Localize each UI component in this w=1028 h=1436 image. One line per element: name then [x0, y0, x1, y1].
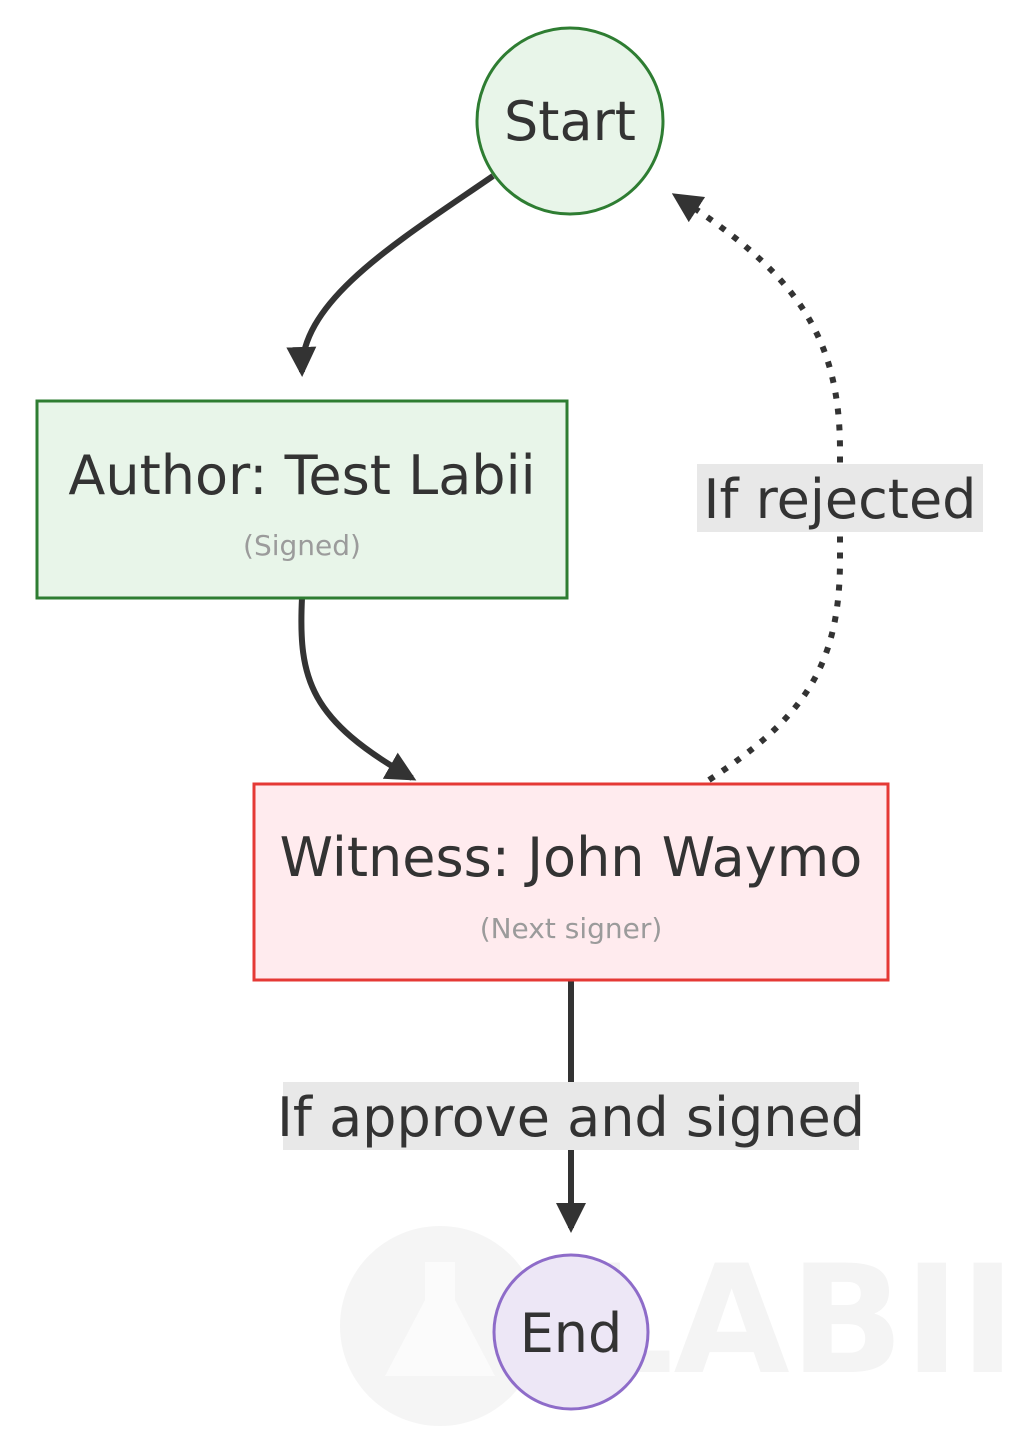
witness-node-label: Witness: John Waymo [280, 826, 863, 889]
edge-label-rejected-text: If rejected [704, 468, 977, 531]
author-node-label: Author: Test Labii [68, 444, 535, 507]
edge-label-approved-text: If approve and signed [277, 1086, 865, 1149]
edge-witness-to-start-rejected [671, 193, 843, 783]
author-node: Author: Test Labii (Signed) [35, 399, 569, 600]
edge-label-approved: If approve and signed [277, 1082, 865, 1150]
witness-node-shape [252, 782, 890, 982]
author-node-status: (Signed) [243, 529, 361, 562]
edge-label-approved-bg [283, 1082, 859, 1150]
flask-icon [385, 1262, 495, 1376]
author-node-shape [35, 399, 569, 600]
end-node: End [492, 1253, 650, 1411]
start-node: Start [475, 26, 665, 216]
edge-author-to-witness [298, 597, 417, 781]
labii-watermark: LABII [340, 1226, 1016, 1426]
start-node-shape [475, 26, 665, 216]
edge-label-rejected: If rejected [697, 464, 983, 532]
witness-node: Witness: John Waymo (Next signer) [252, 782, 890, 982]
watermark-brand-text: LABII [578, 1234, 1016, 1408]
start-node-label: Start [504, 90, 636, 153]
witness-node-status: (Next signer) [480, 912, 663, 945]
edge-start-to-author [286, 173, 495, 377]
end-node-label: End [520, 1302, 623, 1365]
edge-label-rejected-bg [697, 464, 983, 532]
end-node-shape [492, 1253, 650, 1411]
